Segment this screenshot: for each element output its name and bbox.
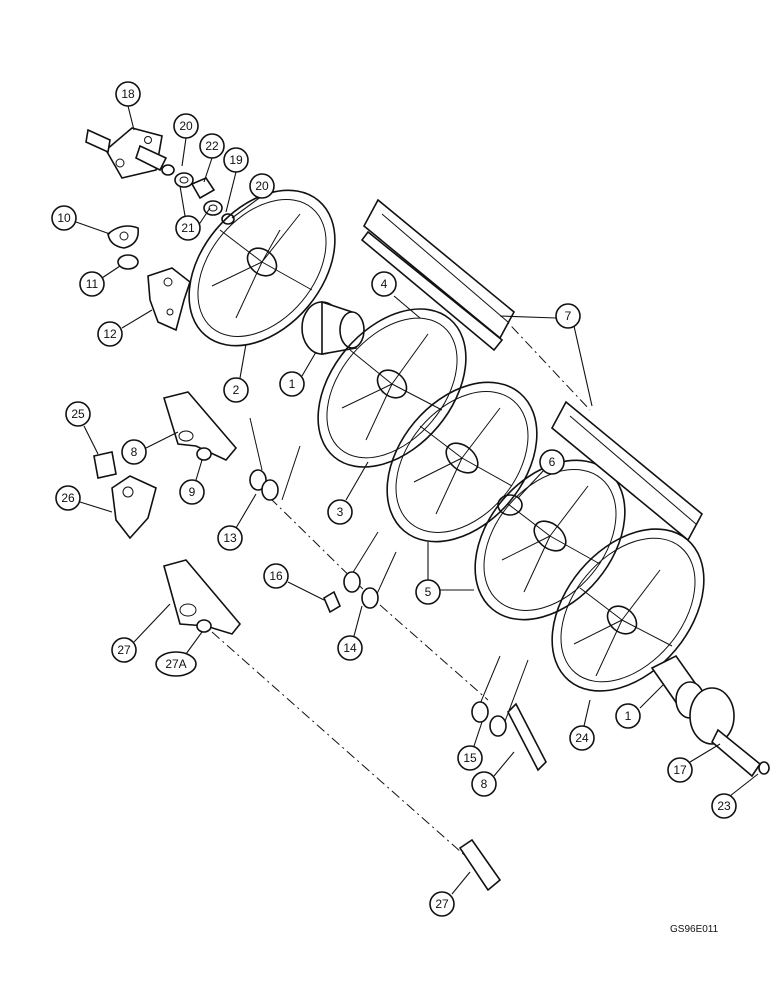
callout-label: 24 <box>575 731 589 745</box>
callout-9: 9 <box>179 459 205 505</box>
callout-label: 25 <box>71 407 85 421</box>
callout-7: 7 <box>499 303 593 407</box>
part-27-tube <box>458 838 502 892</box>
callout-label: 2 <box>233 383 240 397</box>
callout-label: 10 <box>57 211 71 225</box>
part-2-disk <box>188 189 336 347</box>
callout-label: 8 <box>131 445 138 459</box>
callout-4: 4 <box>371 271 421 319</box>
callout-13: 13 <box>217 493 257 551</box>
part-bearing-rings <box>161 164 235 225</box>
callout-12: 12 <box>97 309 153 347</box>
callout-label: 6 <box>549 455 556 469</box>
part-25-bushing <box>93 451 117 479</box>
callout-label: 7 <box>565 309 572 323</box>
callout-label: 12 <box>103 327 117 341</box>
part-27A-nut <box>196 619 212 633</box>
callout-17: 17 <box>667 743 721 783</box>
part-17-flange-shaft <box>689 687 762 778</box>
callout-8-lower: 8 <box>471 751 515 797</box>
callout-label: 27 <box>117 643 131 657</box>
part-3-disk <box>317 308 467 468</box>
callout-label: 3 <box>337 505 344 519</box>
callout-label: 13 <box>223 531 237 545</box>
part-7-bars <box>360 198 704 542</box>
part-10-plate <box>107 225 140 249</box>
callout-label: 9 <box>189 485 196 499</box>
drawing-code: GS96E011 <box>670 924 719 935</box>
callout-label: 26 <box>61 491 75 505</box>
part-27-arm <box>163 559 242 635</box>
callout-label: 21 <box>181 221 195 235</box>
part-23-clip <box>758 761 770 775</box>
callout-14: 14 <box>337 605 363 661</box>
callout-label: 17 <box>673 763 687 777</box>
callout-label: 4 <box>381 277 388 291</box>
part-26-plate <box>111 475 157 540</box>
part-8-pin <box>507 702 547 772</box>
callout-27-lower: 27 <box>429 871 471 917</box>
part-5-disk-second <box>474 459 626 621</box>
callout-26: 26 <box>55 485 113 513</box>
callout-10: 10 <box>51 205 111 235</box>
callout-18: 18 <box>115 81 141 131</box>
part-5-disk <box>386 381 538 543</box>
part-13-spring <box>249 417 301 501</box>
callout-label: 22 <box>205 139 219 153</box>
callout-5: 5 <box>415 542 474 605</box>
callout-21: 21 <box>175 185 211 241</box>
callout-label: 1 <box>625 709 632 723</box>
callout-27-upper: 27 <box>111 603 171 663</box>
callout-label: 19 <box>229 153 243 167</box>
part-6-snap-ring <box>497 494 523 516</box>
callout-11: 11 <box>79 265 121 297</box>
callout-label: 5 <box>425 585 432 599</box>
callout-label: 8 <box>481 777 488 791</box>
callout-1-upper: 1 <box>279 351 317 397</box>
callout-24: 24 <box>569 699 595 751</box>
callout-label: 23 <box>717 799 731 813</box>
callout-1-lower: 1 <box>615 683 665 729</box>
callout-16: 16 <box>263 563 325 601</box>
callout-label: 15 <box>463 751 477 765</box>
callout-20-top: 20 <box>173 113 199 167</box>
callout-23: 23 <box>711 773 759 819</box>
callout-6: 6 <box>517 449 565 499</box>
callout-label: 18 <box>121 87 135 101</box>
callout-label: 20 <box>255 179 269 193</box>
part-8-bracket <box>162 391 238 461</box>
callout-label: 1 <box>289 377 296 391</box>
part-11-bushing <box>117 254 139 270</box>
part-14-spring <box>343 531 397 609</box>
callout-label: 27A <box>165 657 186 671</box>
part-1-hub-upper <box>301 300 365 355</box>
callout-2: 2 <box>223 343 249 403</box>
callout-25: 25 <box>65 401 99 455</box>
callout-22: 22 <box>199 133 225 183</box>
part-16-clip <box>322 590 342 614</box>
callout-27A: 27A <box>155 631 203 677</box>
callout-19: 19 <box>223 147 249 213</box>
callout-8-upper: 8 <box>121 431 179 465</box>
callout-label: 14 <box>343 641 357 655</box>
callout-label: 16 <box>269 569 283 583</box>
callout-label: 20 <box>179 119 193 133</box>
part-12-bracket <box>147 267 191 332</box>
part-9-nut <box>196 447 212 461</box>
callout-20-right: 20 <box>231 173 275 219</box>
callout-label: 11 <box>86 277 99 291</box>
callout-label: 27 <box>435 897 449 911</box>
part-18-flange-shaft <box>85 127 168 179</box>
callout-3: 3 <box>327 461 369 525</box>
center-lines <box>211 311 591 861</box>
callout-15: 15 <box>457 721 483 771</box>
